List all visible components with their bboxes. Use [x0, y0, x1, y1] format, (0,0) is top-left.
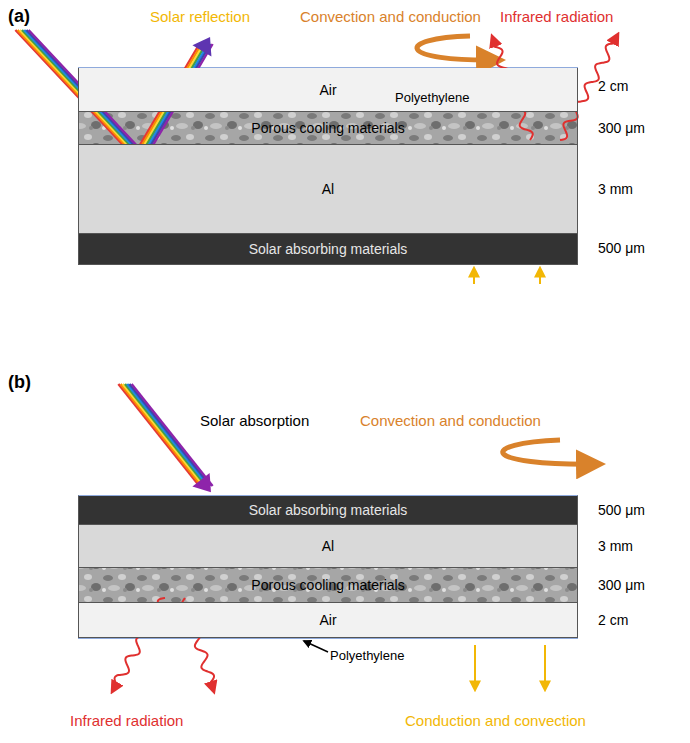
process-label: Solar reflection [150, 8, 250, 26]
porous-texture [78, 568, 578, 603]
dimension: 300 μm [598, 120, 645, 137]
layer-name: Porous cooling materials [251, 577, 404, 593]
arrow-head [192, 473, 211, 492]
layer-name: Air [319, 82, 336, 98]
dimension: 2 cm [598, 78, 628, 95]
layer-band: Air [78, 603, 578, 638]
layer-name: Air [319, 612, 336, 628]
heat-arrow [473, 268, 475, 284]
process-label: Infrared radiation [500, 8, 613, 26]
solar-beam [121, 384, 202, 486]
layer-name: Solar absorbing materials [249, 502, 408, 518]
dimension: 500 μm [598, 240, 645, 257]
dimension: 3 mm [598, 538, 633, 555]
process-label: Conduction and convection [405, 712, 586, 730]
solar-beam [132, 384, 213, 486]
heat-arrow [544, 645, 546, 690]
heat-arrow [539, 268, 541, 284]
solar-beam [129, 384, 210, 486]
leader-line [304, 641, 328, 652]
convection-arrow [417, 36, 500, 60]
part-label: Polyethylene [395, 90, 469, 106]
process-label: Solar absorption [200, 412, 309, 430]
dimension: 3 mm [598, 181, 633, 198]
part-label: Polyethylene [330, 648, 404, 664]
layer-band: Al [78, 525, 578, 568]
arrow-head [192, 37, 211, 56]
layer-band: Solar absorbing materials [78, 495, 578, 525]
layer-name: Solar absorbing materials [249, 241, 408, 257]
solar-beam [123, 384, 204, 486]
panel-label: (a) [8, 6, 30, 28]
process-label: Convection and conduction [300, 8, 481, 26]
convection-arrow [503, 440, 600, 464]
layer-band: Solar absorbing materials [78, 234, 578, 265]
layer-name: Al [322, 181, 334, 197]
layer-band: Al [78, 145, 578, 234]
dimension: 300 μm [598, 577, 645, 594]
dimension: 2 cm [598, 612, 628, 629]
layer-band: Porous cooling materials [78, 112, 578, 145]
layer-band: Air [78, 68, 578, 112]
solar-beam [125, 384, 206, 486]
panel-label: (b) [8, 372, 31, 394]
process-label: Infrared radiation [70, 712, 183, 730]
dimension: 500 μm [598, 502, 645, 519]
layer-band: Porous cooling materials [78, 568, 578, 603]
solar-beam [127, 384, 208, 486]
solar-beam [118, 384, 199, 486]
layer-name: Porous cooling materials [251, 120, 404, 136]
layer-name: Al [322, 538, 334, 554]
process-label: Convection and conduction [360, 412, 541, 430]
heat-arrow [474, 645, 476, 690]
